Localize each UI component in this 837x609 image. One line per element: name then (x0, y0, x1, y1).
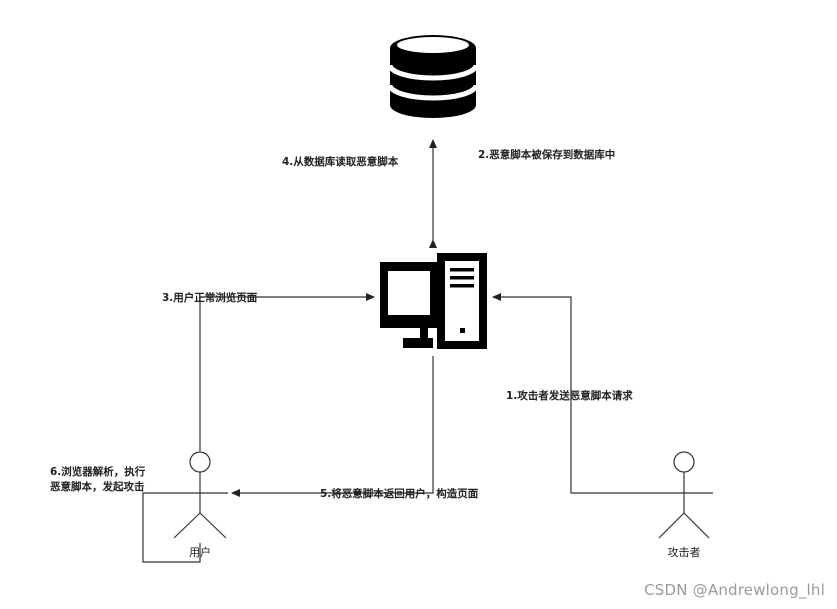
server-to-user-arrow (231, 356, 434, 497)
attacker-actor-icon (655, 451, 713, 539)
user-actor-label: 用户 (189, 545, 211, 559)
step6-label-line1: 6.浏览器解析，执行 (50, 465, 146, 478)
step6-label-line2: 恶意脚本，发起攻击 (50, 480, 145, 493)
step2-label: 2.恶意脚本被保存到数据库中 (478, 148, 615, 161)
browser-exec-loop (142, 492, 201, 563)
step4-label: 4.从数据库读取恶意脚本 (282, 155, 399, 168)
watermark: CSDN @Andrewlong_lhl (644, 581, 825, 599)
attacker-to-server-arrow (492, 293, 655, 494)
user-actor-icon (172, 451, 228, 539)
step1-label: 1.攻击者发送恶意脚本请求 (506, 389, 633, 402)
database-icon (387, 35, 479, 118)
step5-label: 5.将恶意脚本返回用户，构造页面 (320, 487, 479, 500)
server-computer-icon (380, 253, 487, 349)
attacker-actor-label: 攻击者 (668, 545, 701, 559)
step3-label: 3.用户正常浏览页面 (162, 291, 258, 304)
user-to-server-arrow (199, 293, 375, 451)
